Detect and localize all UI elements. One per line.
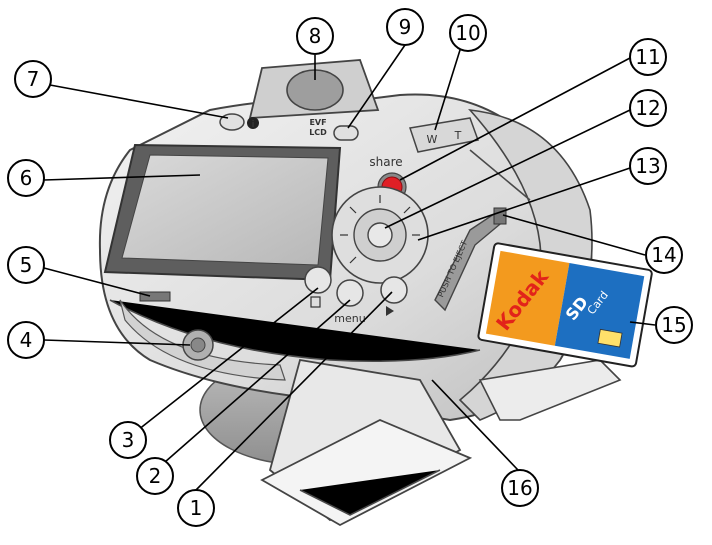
svg-text:9: 9 — [399, 15, 412, 39]
svg-text:14: 14 — [651, 243, 676, 267]
callout-4: 4 — [7, 321, 45, 359]
sd-card-sticker — [597, 328, 623, 348]
trash-icon — [310, 296, 321, 308]
svg-text:8: 8 — [309, 24, 322, 48]
svg-text:12: 12 — [635, 96, 660, 120]
callouts: 1 2 3 4 5 6 7 8 9 10 11 12 13 14 15 16 — [7, 8, 693, 527]
viewfinder — [248, 59, 380, 119]
callout-16: 16 — [501, 469, 539, 507]
play-icon — [386, 306, 394, 316]
tripod-socket — [182, 329, 214, 361]
delete-button[interactable] — [304, 266, 332, 308]
callout-2: 2 — [136, 457, 174, 495]
share-label: share — [369, 155, 402, 169]
callout-14: 14 — [645, 236, 683, 274]
callout-12: 12 — [629, 89, 667, 127]
svg-text:10: 10 — [455, 21, 480, 45]
svg-text:15: 15 — [661, 313, 686, 337]
ok-button[interactable] — [367, 222, 393, 248]
callout-15: 15 — [655, 306, 693, 344]
menu-label: menu — [334, 312, 365, 325]
callout-3: 3 — [109, 421, 147, 459]
leader-lines — [43, 44, 656, 491]
svg-text:13: 13 — [635, 154, 660, 178]
menu-button[interactable]: menu — [334, 279, 366, 325]
callout-13: 13 — [629, 147, 667, 185]
battery-door[interactable] — [260, 358, 473, 527]
evf-lcd-button[interactable]: EVF LCD — [309, 118, 359, 141]
callout-7: 7 — [14, 60, 52, 98]
svg-text:6: 6 — [20, 166, 33, 190]
svg-text:2: 2 — [149, 464, 162, 488]
evf-label: EVF — [309, 118, 326, 127]
svg-text:1: 1 — [190, 496, 203, 520]
svg-text:5: 5 — [20, 253, 33, 277]
svg-text:3: 3 — [122, 428, 135, 452]
callout-6: 6 — [7, 159, 45, 197]
mode-dial[interactable] — [331, 186, 429, 284]
sd-card: Kodak SD Card — [477, 242, 653, 368]
callout-11: 11 — [629, 38, 667, 76]
info-icon — [247, 117, 259, 129]
dock-connector — [139, 291, 171, 302]
svg-text:11: 11 — [635, 45, 660, 69]
callout-1: 1 — [177, 489, 215, 527]
callout-10: 10 — [449, 14, 487, 52]
card-door[interactable] — [478, 359, 622, 421]
zoom-wide-label: W — [427, 133, 438, 146]
lcd-label: LCD — [309, 128, 327, 137]
svg-text:7: 7 — [27, 67, 40, 91]
callout-5: 5 — [7, 246, 45, 284]
info-icon-label: i — [251, 120, 254, 130]
lcd-display — [103, 143, 342, 282]
svg-text:16: 16 — [507, 476, 532, 500]
sd-card-orange-panel — [485, 250, 570, 346]
zoom-tele-label: T — [454, 129, 462, 142]
svg-text:4: 4 — [20, 328, 33, 352]
zoom-lever[interactable]: W T — [409, 117, 480, 153]
lcd-screen — [121, 154, 329, 266]
callout-9: 9 — [386, 8, 424, 46]
callout-8: 8 — [296, 17, 334, 55]
dial-markings — [340, 195, 420, 264]
